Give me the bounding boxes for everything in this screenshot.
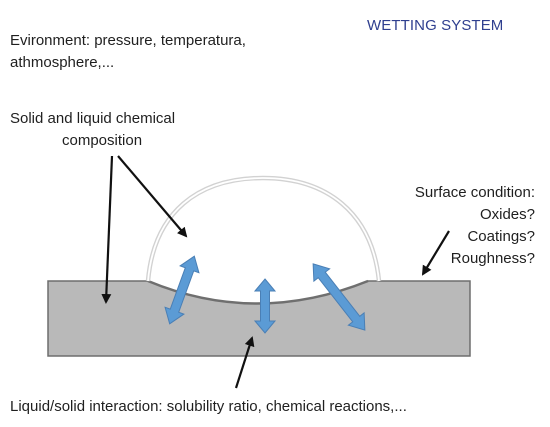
environment-line-2: athmosphere,... xyxy=(10,54,115,71)
composition-line-2: composition xyxy=(62,132,143,149)
interaction-label: Liquid/solid interaction: solubility rat… xyxy=(10,398,407,415)
composition-line-1: Solid and liquid chemical xyxy=(10,110,176,127)
surface-line-1: Surface condition: xyxy=(414,184,535,201)
interaction-arrow-left xyxy=(164,255,200,325)
solid-substrate xyxy=(47,280,471,357)
composition-pointer-to-solid xyxy=(101,155,114,304)
surface-line-3: Coatings? xyxy=(467,228,535,245)
environment-line-1: Evironment: pressure, temperatura, xyxy=(10,32,246,49)
interaction-arrow-center xyxy=(253,278,277,334)
surface-line-4: Roughness? xyxy=(450,250,535,267)
surface-condition-label: Surface condition: Oxides? Coatings? Rou… xyxy=(415,182,535,270)
interaction-pointer xyxy=(234,336,255,389)
composition-pointer-to-liquid xyxy=(117,155,188,238)
interaction-arrow-right xyxy=(312,263,366,331)
composition-label: Solid and liquid chemical composition xyxy=(10,108,175,152)
environment-label: Evironment: pressure, temperatura, athmo… xyxy=(10,30,246,74)
surface-pointer xyxy=(421,230,450,276)
surface-line-2: Oxides? xyxy=(479,206,535,223)
diagram-title: WETTING SYSTEM xyxy=(367,17,504,34)
